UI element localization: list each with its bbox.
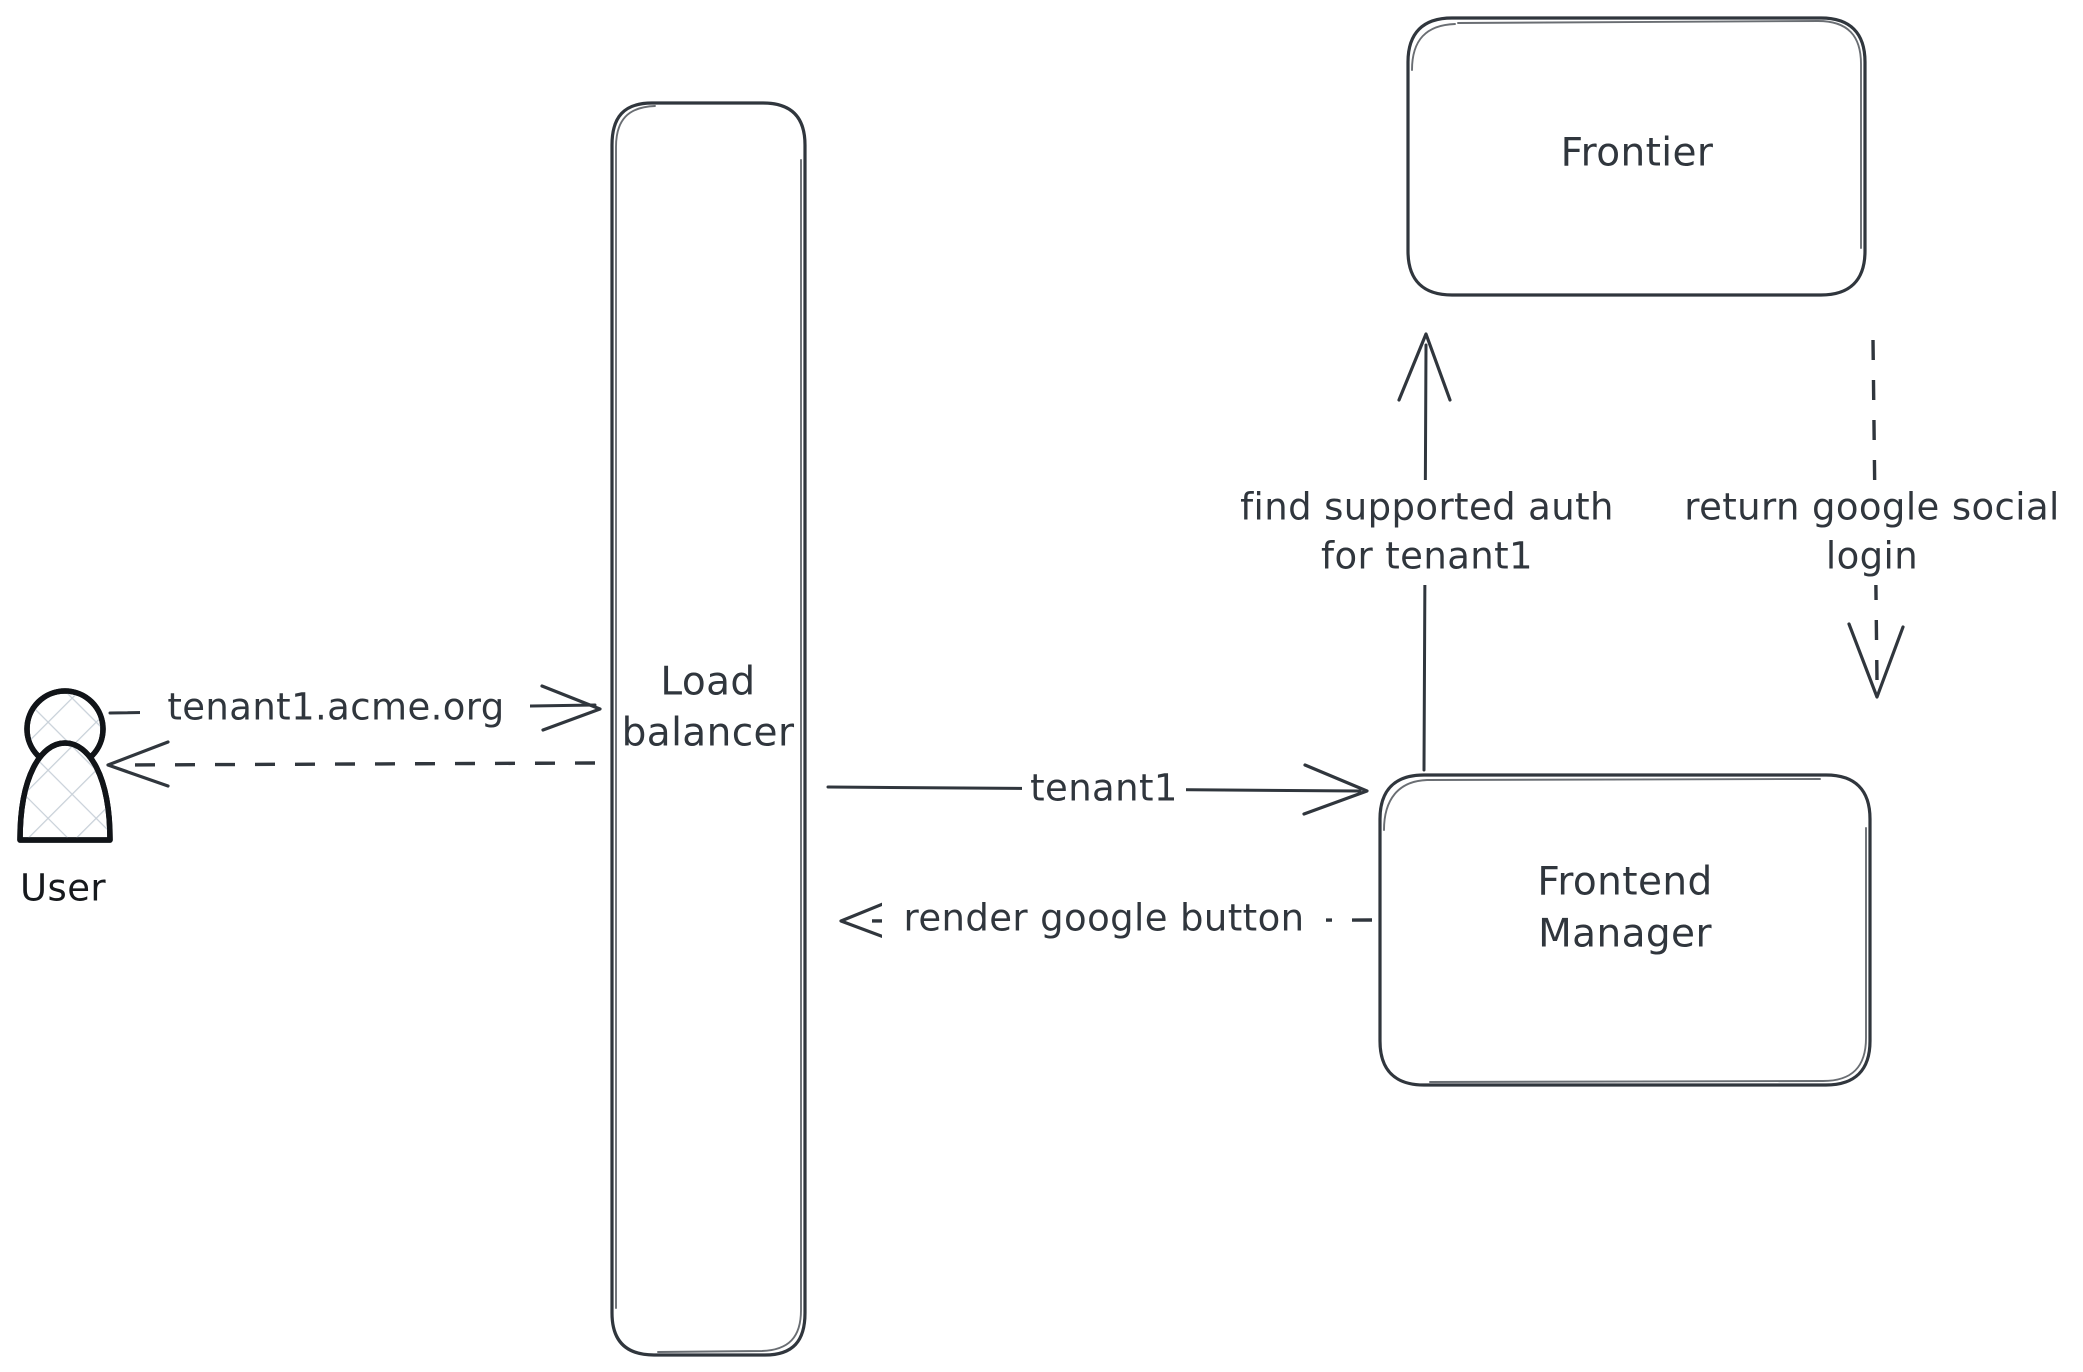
edge-frontend-manager-to-load-balancer[interactable]: render google button	[839, 895, 1373, 945]
load-balancer-label-line2: balancer	[622, 711, 795, 756]
node-user[interactable]: User	[14, 684, 118, 910]
edge-label-tenant1-acme-org: tenant1.acme.org	[167, 686, 504, 729]
edge-label-return-google-social-line2: login	[1826, 535, 1918, 578]
edge-label-return-google-social-line1: return google social	[1684, 486, 2059, 529]
user-label: User	[20, 867, 106, 910]
edge-frontier-to-frontend-manager[interactable]: return google social login	[1670, 339, 2076, 699]
frontier-label: Frontier	[1561, 131, 1714, 176]
user-actor-icon	[17, 688, 113, 843]
edge-user-to-load-balancer[interactable]: tenant1.acme.org	[108, 684, 602, 734]
edge-frontend-manager-to-frontier[interactable]: find supported auth for tenant1	[1222, 332, 1632, 772]
edge-load-balancer-to-frontend-manager[interactable]: tenant1	[826, 763, 1369, 816]
edge-label-render-google-button: render google button	[904, 897, 1305, 940]
node-frontier[interactable]: Frontier	[1406, 16, 1867, 297]
edge-label-find-supported-auth-line2: for tenant1	[1321, 535, 1533, 578]
edge-label-find-supported-auth-line1: find supported auth	[1240, 486, 1614, 529]
load-balancer-label-line1: Load	[660, 660, 755, 705]
frontend-manager-label-line2: Manager	[1538, 912, 1712, 957]
edge-label-tenant1: tenant1	[1030, 767, 1178, 810]
edge-load-balancer-to-user[interactable]	[106, 740, 596, 788]
node-load-balancer[interactable]: Load balancer	[610, 101, 807, 1357]
frontend-manager-label-line1: Frontend	[1537, 860, 1712, 905]
node-frontend-manager[interactable]: Frontend Manager	[1378, 773, 1872, 1087]
